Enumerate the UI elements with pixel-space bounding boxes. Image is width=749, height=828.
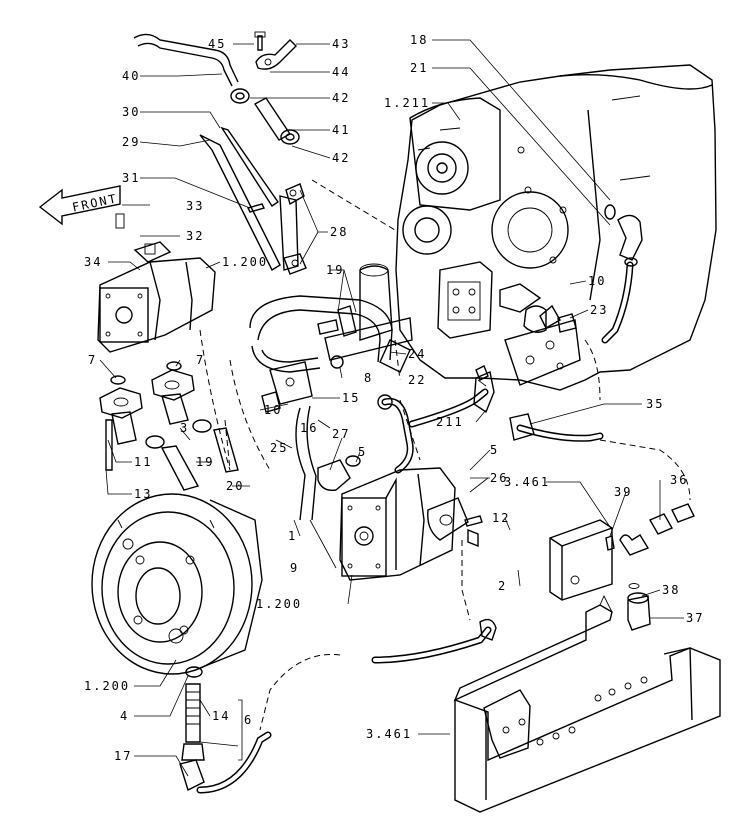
transmission-housing [395, 64, 717, 391]
callout-3: 3 [180, 421, 189, 435]
callout-35: 35 [646, 397, 664, 411]
callout-18: 18 [410, 33, 428, 47]
callout-45: 45 [208, 37, 226, 51]
callout-10-right: 10 [588, 274, 606, 288]
callout-38: 38 [662, 583, 680, 597]
callout-42-upper: 42 [332, 91, 350, 105]
callout-4: 4 [120, 709, 129, 723]
hose-35 [509, 204, 643, 442]
center-manifold [249, 263, 413, 521]
callout-42-lower: 42 [332, 151, 350, 165]
callout-13: 13 [134, 487, 152, 501]
callout-19-lower: 19 [196, 455, 214, 469]
center-hoses [317, 365, 495, 491]
callout-28: 28 [330, 225, 348, 239]
flange-fittings-left [99, 361, 239, 491]
callout-5-right: 5 [490, 443, 499, 457]
callout-3-461-valve: 3.461 [504, 475, 550, 489]
callout-7-left: 7 [88, 353, 97, 367]
callout-1-200-lower-pump: 1.200 [256, 597, 302, 611]
callout-25: 25 [270, 441, 288, 455]
lower-fittings [179, 666, 272, 794]
callout-24: 24 [408, 347, 426, 361]
callout-33: 33 [186, 199, 204, 213]
callout-1-200-motor: 1.200 [84, 679, 130, 693]
pump-lower [339, 467, 483, 581]
callout-31: 31 [122, 171, 140, 185]
callout-1-200-pump: 1.200 [222, 255, 268, 269]
callout-41: 41 [332, 123, 350, 137]
lower-hose [371, 618, 497, 664]
callout-27: 27 [332, 427, 350, 441]
callout-5-center: 5 [358, 445, 367, 459]
callout-30: 30 [122, 105, 140, 119]
leader-lines [99, 39, 684, 777]
callout-39: 39 [614, 485, 632, 499]
callout-44: 44 [332, 65, 350, 79]
callout-8: 8 [364, 371, 373, 385]
callout-211: 211 [436, 415, 464, 429]
frame-chassis [453, 594, 721, 813]
callout-14: 14 [212, 709, 230, 723]
callout-1: 1 [288, 529, 297, 543]
callout-9: 9 [290, 561, 299, 575]
callout-labels: 45 43 40 44 42 30 41 29 42 31 28 33 32 3… [84, 33, 704, 763]
callout-21: 21 [410, 61, 428, 75]
callout-1-211: 1.211 [384, 96, 430, 110]
callout-11: 11 [134, 455, 152, 469]
callout-32: 32 [186, 229, 204, 243]
valve-block [549, 503, 695, 631]
callout-23: 23 [590, 303, 608, 317]
callout-29: 29 [122, 135, 140, 149]
callout-17: 17 [114, 749, 132, 763]
callout-3-461-frame: 3.461 [366, 727, 412, 741]
callout-20: 20 [226, 479, 244, 493]
dashed-routing [199, 179, 691, 731]
callout-15: 15 [342, 391, 360, 405]
callout-36: 36 [670, 473, 688, 487]
bracket-assembly [199, 126, 307, 275]
front-arrow: FRONT [38, 185, 121, 226]
callout-12: 12 [492, 511, 510, 525]
callout-40: 40 [122, 69, 140, 83]
callout-10-center: 10 [264, 403, 282, 417]
hydraulic-motor [91, 493, 263, 675]
callout-7-right: 7 [196, 353, 205, 367]
callout-26: 26 [490, 471, 508, 485]
callout-22: 22 [408, 373, 426, 387]
callout-43: 43 [332, 37, 350, 51]
callout-16: 16 [300, 421, 318, 435]
callout-2: 2 [498, 579, 507, 593]
pump-upper [97, 213, 216, 353]
callout-34: 34 [84, 255, 102, 269]
callout-19-upper: 19 [326, 263, 344, 277]
callout-6: 6 [244, 713, 253, 727]
callout-37: 37 [686, 611, 704, 625]
